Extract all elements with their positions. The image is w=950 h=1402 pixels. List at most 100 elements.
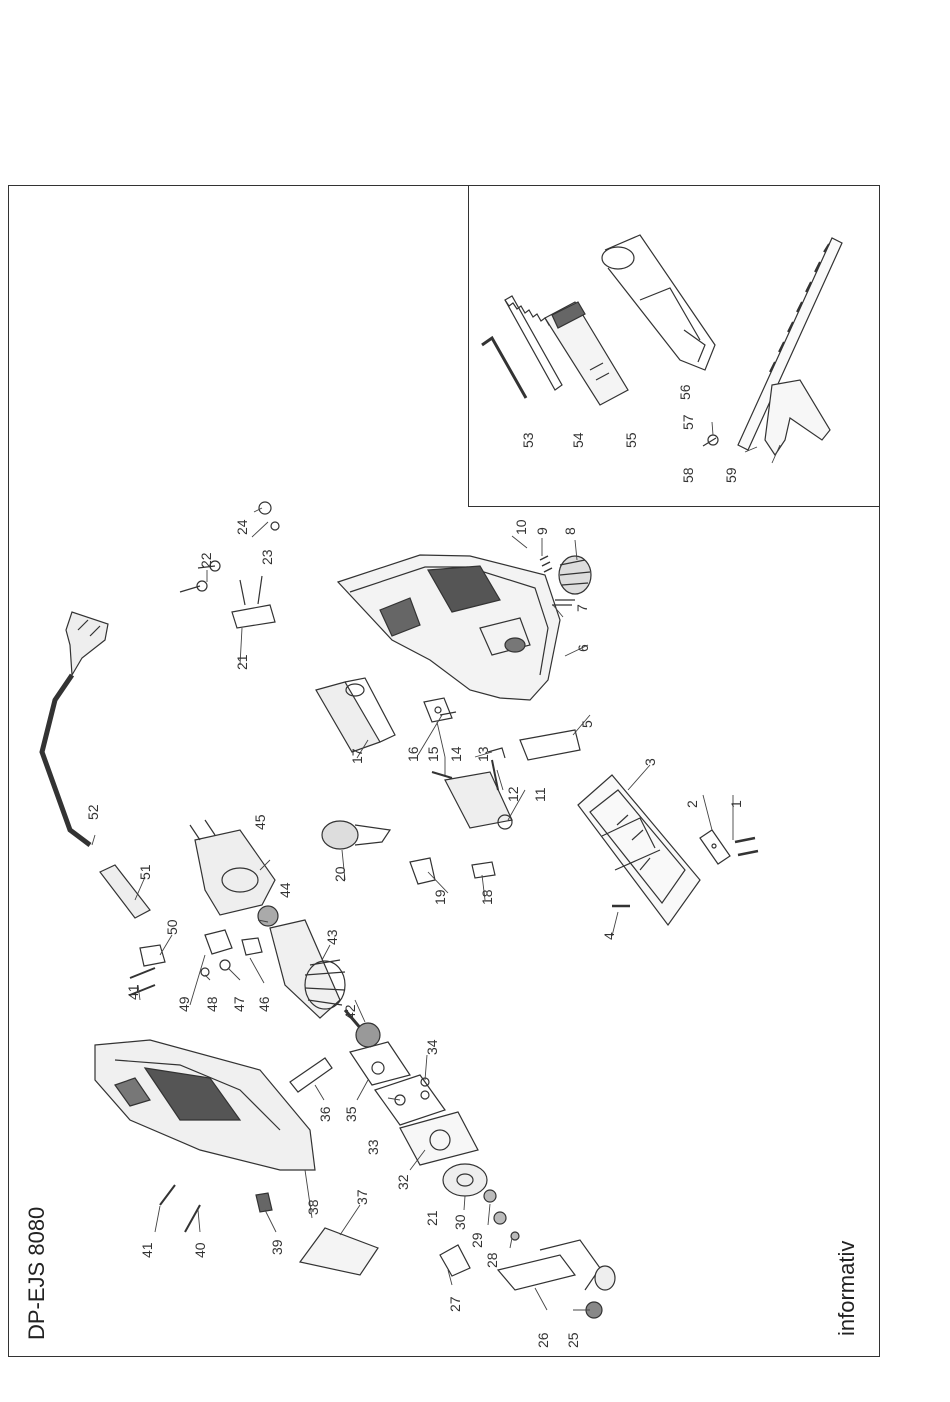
switch-module <box>316 678 395 752</box>
part-label-20: 20 <box>332 866 348 882</box>
part-label-21: 21 <box>234 654 250 670</box>
guide-bar-36 <box>290 1058 332 1092</box>
knob-shaft <box>552 600 575 605</box>
part-label-48: 48 <box>204 996 220 1012</box>
brush-46 <box>242 938 262 955</box>
part-label-5: 5 <box>579 720 595 728</box>
bearing-42 <box>356 1023 380 1047</box>
bearing-44 <box>258 906 278 926</box>
large-gear <box>443 1164 487 1196</box>
spring-9 <box>540 556 552 572</box>
part-label-17: 17 <box>349 748 365 764</box>
guide-roller-27 <box>440 1245 470 1276</box>
part-label-25: 25 <box>565 1332 581 1348</box>
spring-14 <box>432 772 452 778</box>
part-label-11: 11 <box>532 787 548 802</box>
part-label-49: 49 <box>176 996 192 1012</box>
switch-39 <box>256 1193 272 1212</box>
cover-37 <box>300 1228 378 1275</box>
nut-24 <box>259 502 271 514</box>
part-label-1: 1 <box>728 800 744 808</box>
part-label-34: 34 <box>424 1039 440 1055</box>
part-label-58: 58 <box>680 467 696 483</box>
gear-bracket-32 <box>400 1112 478 1165</box>
part-label-36: 36 <box>317 1106 333 1122</box>
right-housing-half <box>338 555 560 700</box>
part-label-39: 39 <box>269 1239 285 1255</box>
part-label-41: 41 <box>139 1242 155 1258</box>
part-label-2: 2 <box>684 800 700 808</box>
part-label-52: 52 <box>85 804 101 820</box>
part-label-3: 3 <box>642 758 658 766</box>
base-plate <box>578 775 700 925</box>
part-label-53: 53 <box>520 432 536 448</box>
part-label-8: 8 <box>562 527 578 535</box>
part-label-13: 13 <box>475 746 491 762</box>
part-label-19: 19 <box>432 889 448 905</box>
part-label-12: 12 <box>505 786 521 802</box>
part-label-55: 55 <box>623 432 639 448</box>
part-label-54: 54 <box>570 432 586 448</box>
terminal-block <box>232 576 275 628</box>
gear-frame-35 <box>350 1042 410 1085</box>
brush-plate-49 <box>205 930 232 954</box>
bushing-18 <box>472 862 495 878</box>
part-label-26: 26 <box>535 1332 551 1348</box>
cord-clamp <box>140 945 165 966</box>
part-label-29: 29 <box>469 1232 485 1248</box>
part-label-42: 42 <box>342 1004 358 1020</box>
part-label-18: 18 <box>479 889 495 905</box>
part-label-7: 7 <box>574 604 590 612</box>
part-label-23: 23 <box>259 549 275 565</box>
part-label-47: 47 <box>231 996 247 1012</box>
part-label-4: 4 <box>601 932 617 940</box>
left-housing-half <box>95 1040 315 1170</box>
part-label-56: 56 <box>677 384 693 400</box>
part-label-50: 50 <box>164 919 180 935</box>
speed-knob <box>559 556 591 594</box>
plate-33 <box>375 1075 445 1125</box>
part-label-43: 43 <box>324 929 340 945</box>
part-label-33: 33 <box>365 1139 381 1155</box>
guide-screw <box>703 435 718 446</box>
bearing-29 <box>494 1212 506 1224</box>
blower-wire <box>520 730 580 760</box>
part-label-9: 9 <box>534 527 550 535</box>
part-label-44: 44 <box>277 882 293 898</box>
hex-key <box>482 338 526 398</box>
part-label-35: 35 <box>343 1106 359 1122</box>
part-label-40: 40 <box>192 1242 208 1258</box>
part-label-41b: 41 <box>125 984 141 1000</box>
capacitor-23 <box>271 522 279 530</box>
part-label-10: 10 <box>513 519 529 535</box>
part-label-30: 30 <box>452 1214 468 1230</box>
screws-40-41 <box>160 1185 200 1232</box>
bearing-30 <box>484 1190 496 1202</box>
blade-case <box>545 302 628 405</box>
part-label-51: 51 <box>137 864 153 880</box>
bushing-19 <box>410 858 435 884</box>
part-label-38: 38 <box>305 1199 321 1215</box>
base-plate-bracket <box>700 830 730 864</box>
part-label-6: 6 <box>575 644 591 652</box>
part-label-16: 16 <box>405 746 421 762</box>
part-label-57: 57 <box>680 414 696 430</box>
plunger <box>498 1240 615 1290</box>
plate-16 <box>424 698 452 722</box>
part-label-28: 28 <box>484 1252 500 1268</box>
part-label-15: 15 <box>425 746 441 762</box>
part-label-46: 46 <box>256 996 272 1012</box>
part-label-14: 14 <box>448 746 464 762</box>
base-screws <box>735 838 758 855</box>
parallel-guide-fence <box>765 380 830 455</box>
pendulum-lever <box>445 772 512 829</box>
part-label-21b: 21 <box>424 1210 440 1226</box>
brush-48 <box>201 968 209 976</box>
part-label-45: 45 <box>252 814 268 830</box>
clip-15 <box>440 712 456 715</box>
part-label-22: 22 <box>198 552 214 568</box>
part-label-32: 32 <box>395 1174 411 1190</box>
gear-cover <box>322 821 390 849</box>
